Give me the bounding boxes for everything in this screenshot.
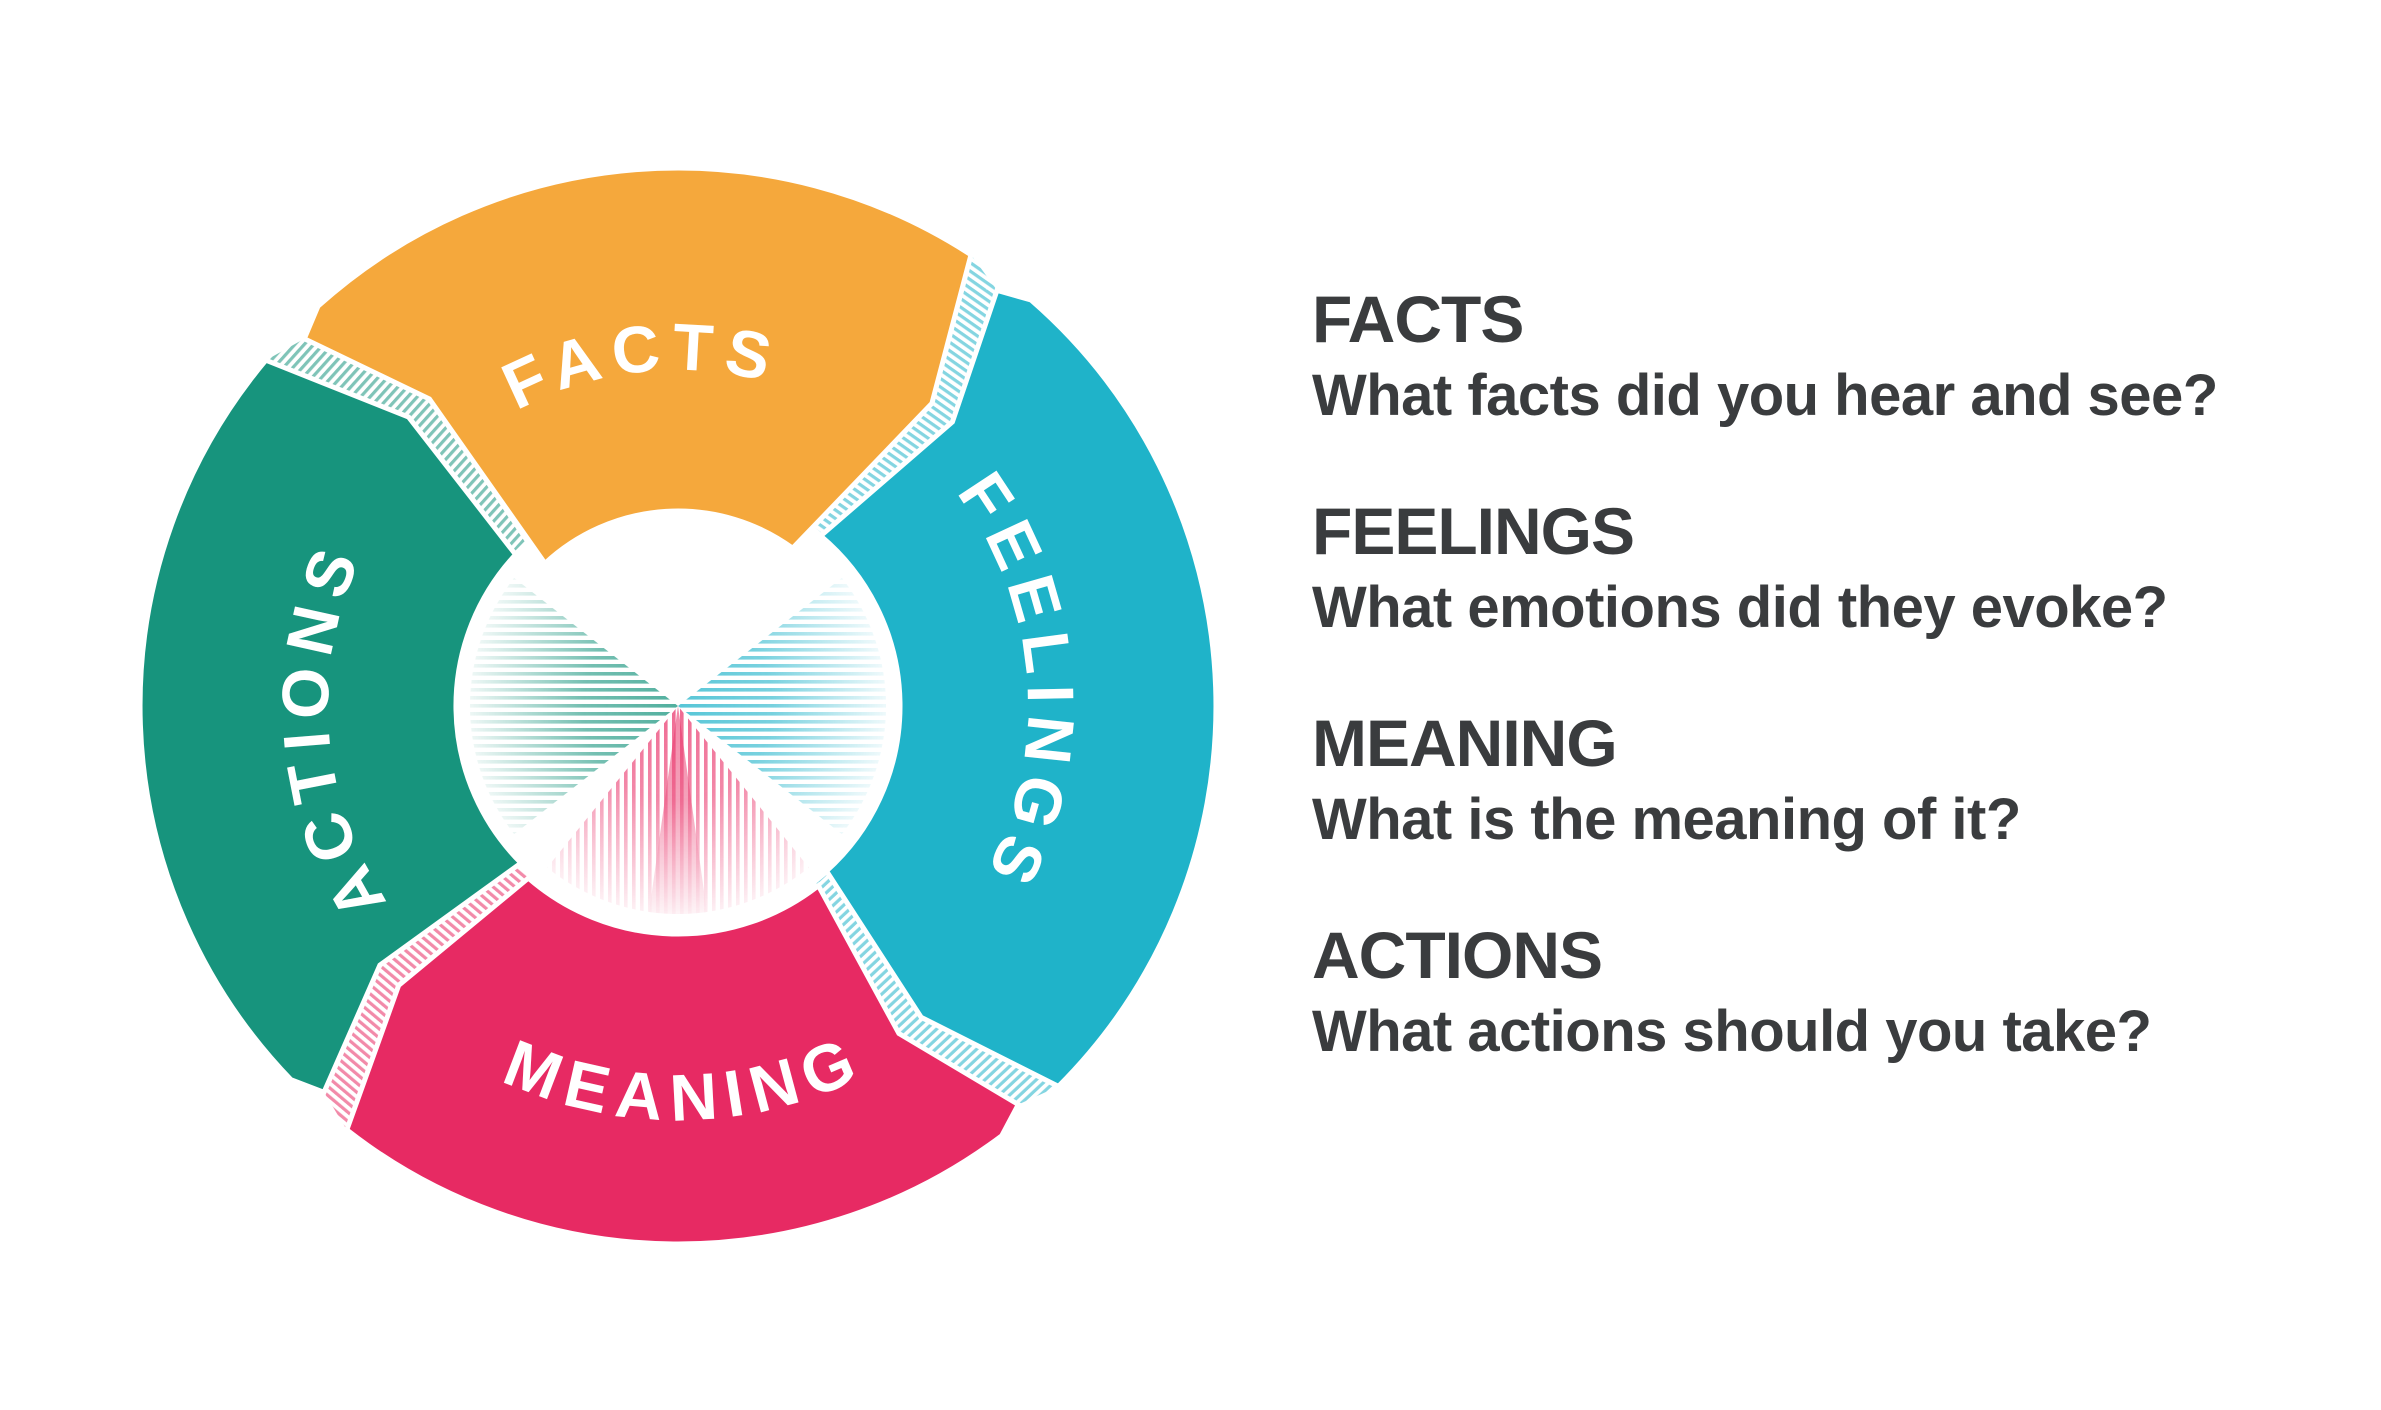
legend-title-facts: FACTS bbox=[1312, 282, 1524, 356]
legend-question-feelings: What emotions did they evoke? bbox=[1312, 575, 2168, 640]
legend-item-meaning: MEANING What is the meaning of it? bbox=[1312, 710, 2352, 852]
legend-item-facts: FACTS What facts did you hear and see? bbox=[1312, 286, 2352, 428]
wheel-segment-feelings bbox=[816, 287, 1219, 1090]
wheel-segment-actions bbox=[137, 357, 525, 1096]
legend-item-actions: ACTIONS What actions should you take? bbox=[1312, 922, 2352, 1064]
center-halftone-wedge bbox=[649, 706, 707, 915]
legend-question-actions: What actions should you take? bbox=[1312, 999, 2152, 1064]
legend-title-actions: ACTIONS bbox=[1312, 918, 1603, 992]
center-halftone-wedge bbox=[469, 577, 678, 835]
legend-item-feelings: FEELINGS What emotions did they evoke? bbox=[1312, 498, 2352, 640]
legend-question-meaning: What is the meaning of it? bbox=[1312, 787, 2021, 852]
legend-title-feelings: FEELINGS bbox=[1312, 494, 1635, 568]
wheel-segment-meaning bbox=[343, 874, 1022, 1247]
wheel-segment-facts bbox=[301, 165, 974, 568]
legend-column: FACTS What facts did you hear and see? F… bbox=[1312, 286, 2352, 1134]
center-halftone-wedge bbox=[678, 577, 887, 835]
legend-question-facts: What facts did you hear and see? bbox=[1312, 363, 2218, 428]
legend-title-meaning: MEANING bbox=[1312, 706, 1618, 780]
